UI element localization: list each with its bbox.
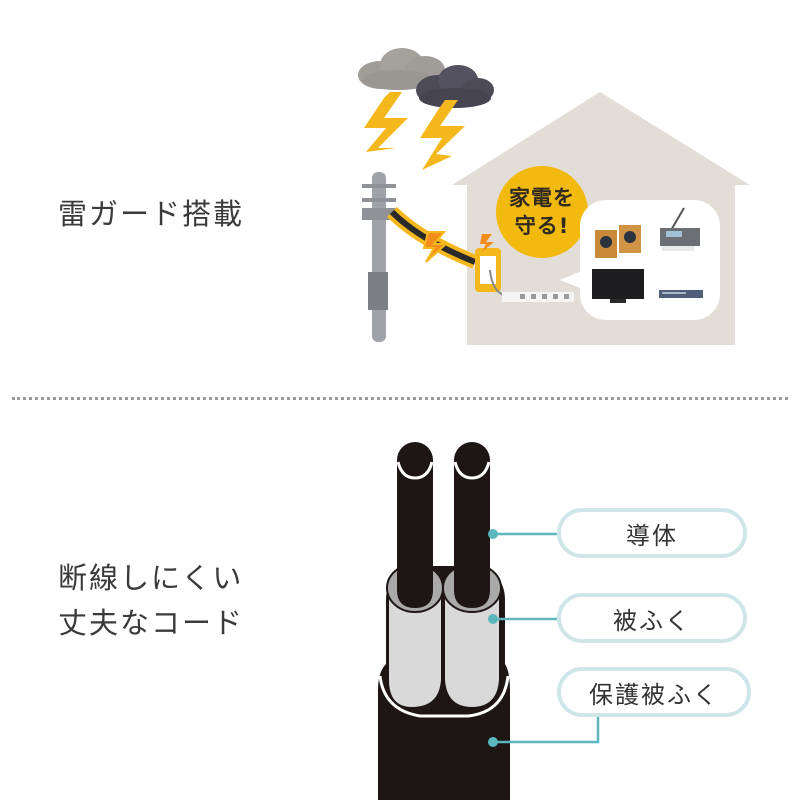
speech-bubble-yellow: [496, 166, 588, 258]
title-line-1: 断線しにくい: [58, 561, 244, 595]
utility-pole-icon: [362, 172, 396, 342]
lightning-bolt-icon: [364, 92, 465, 170]
bubble-text-protect-appliances: 家電を 守る!: [492, 184, 592, 240]
label-conductor: 導体: [557, 508, 747, 558]
section-divider: [12, 397, 788, 400]
bubble-line-1: 家電を: [509, 186, 575, 210]
leader-lines: [488, 529, 600, 747]
tv-icon: [592, 269, 644, 303]
label-outer-sheath: 保護被ふく: [557, 667, 751, 717]
conductor-icon: [396, 442, 491, 608]
title-line-2: 丈夫なコード: [58, 606, 245, 640]
bubble-line-2: 守る!: [514, 214, 570, 238]
printer-icon: [660, 207, 700, 251]
recorder-icon: [659, 290, 703, 298]
wall-outlet-icon: [475, 234, 507, 297]
label-insulation: 被ふく: [557, 593, 747, 643]
power-strip-icon: [502, 292, 574, 302]
storm-cloud-icon: [358, 48, 494, 108]
speakers-icon: [595, 225, 641, 258]
lightning-guard-illustration: [358, 48, 750, 345]
power-line-icon: [387, 206, 478, 269]
feature-title-lightning-guard: 雷ガード搭載: [58, 197, 245, 231]
feature-title-durable-cord: 断線しにくい 丈夫なコード: [58, 556, 244, 646]
